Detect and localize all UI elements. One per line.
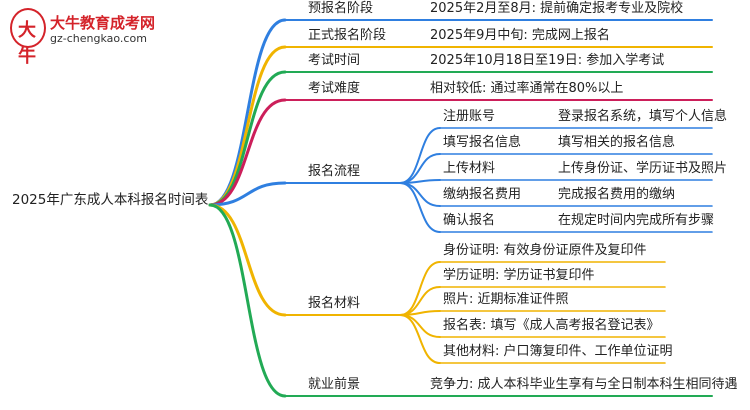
step-detail: 完成报名费用的缴纳 [558, 187, 676, 202]
root-topic: 2025年广东成人本科报名时间表 [12, 192, 209, 208]
branch-label: 预报名阶段 [308, 1, 374, 16]
leaf-label: 相对较低: 通过率通常在80%以上 [430, 81, 624, 96]
branch-label: 考试时间 [308, 53, 361, 68]
step-label: 上传材料 [443, 161, 496, 176]
branch-connector [208, 181, 287, 207]
step-detail: 填写相关的报名信息 [558, 135, 676, 150]
branch-label: 报名流程 [308, 164, 361, 179]
leaf-connector [399, 182, 441, 207]
leaf-label: 报名表: 填写《成人高考报名登记表》 [443, 318, 660, 333]
logo-name: 大牛教育成考网 [50, 14, 156, 32]
step-label: 注册账号 [443, 109, 496, 124]
leaf-label: 2025年10月18日至19日: 参加入学考试 [430, 53, 665, 68]
branch-connector [208, 203, 287, 317]
logo-url: gz-chengkao.com [50, 32, 147, 45]
branch-label: 就业前景 [308, 377, 361, 392]
leaf-connector [399, 314, 441, 364]
leaf-connector [399, 182, 441, 233]
step-detail: 登录报名系统，填写个人信息 [558, 109, 728, 124]
branch-connector [208, 203, 287, 398]
leaf-label: 其他材料: 户口簿复印件、工作单位证明 [443, 344, 673, 359]
brand-logo: 大牛 大牛教育成考网 gz-chengkao.com [6, 6, 176, 67]
leaf-label: 2025年9月中旬: 完成网上报名 [430, 28, 610, 43]
logo-mark: 大牛 [18, 20, 36, 67]
step-label: 缴纳报名费用 [443, 187, 522, 202]
leaf-label: 2025年2月至8月: 提前确定报考专业及院校 [430, 1, 684, 16]
leaf-label: 身份证明: 有效身份证原件及复印件 [443, 243, 647, 258]
branch-label: 正式报名阶段 [308, 28, 387, 43]
branch-label: 报名材料 [308, 296, 361, 311]
leaf-label: 照片: 近期标准证件照 [443, 292, 569, 307]
leaf-connector [399, 314, 441, 338]
branch-connector [208, 98, 287, 207]
leaf-label: 竞争力: 成人本科毕业生享有与全日制本科生相同待遇 [430, 377, 738, 392]
branch-connector [208, 18, 287, 207]
step-label: 填写报名信息 [443, 135, 522, 150]
leaf-label: 学历证明: 学历证书复印件 [443, 268, 595, 283]
branch-label: 考试难度 [308, 81, 361, 96]
step-detail: 在规定时间内完成所有步骤 [558, 213, 715, 228]
step-label: 确认报名 [443, 213, 496, 228]
logo-badge-icon: 大牛 [10, 8, 46, 67]
step-detail: 上传身份证、学历证书及照片 [558, 161, 728, 176]
branch-connector [208, 45, 287, 207]
